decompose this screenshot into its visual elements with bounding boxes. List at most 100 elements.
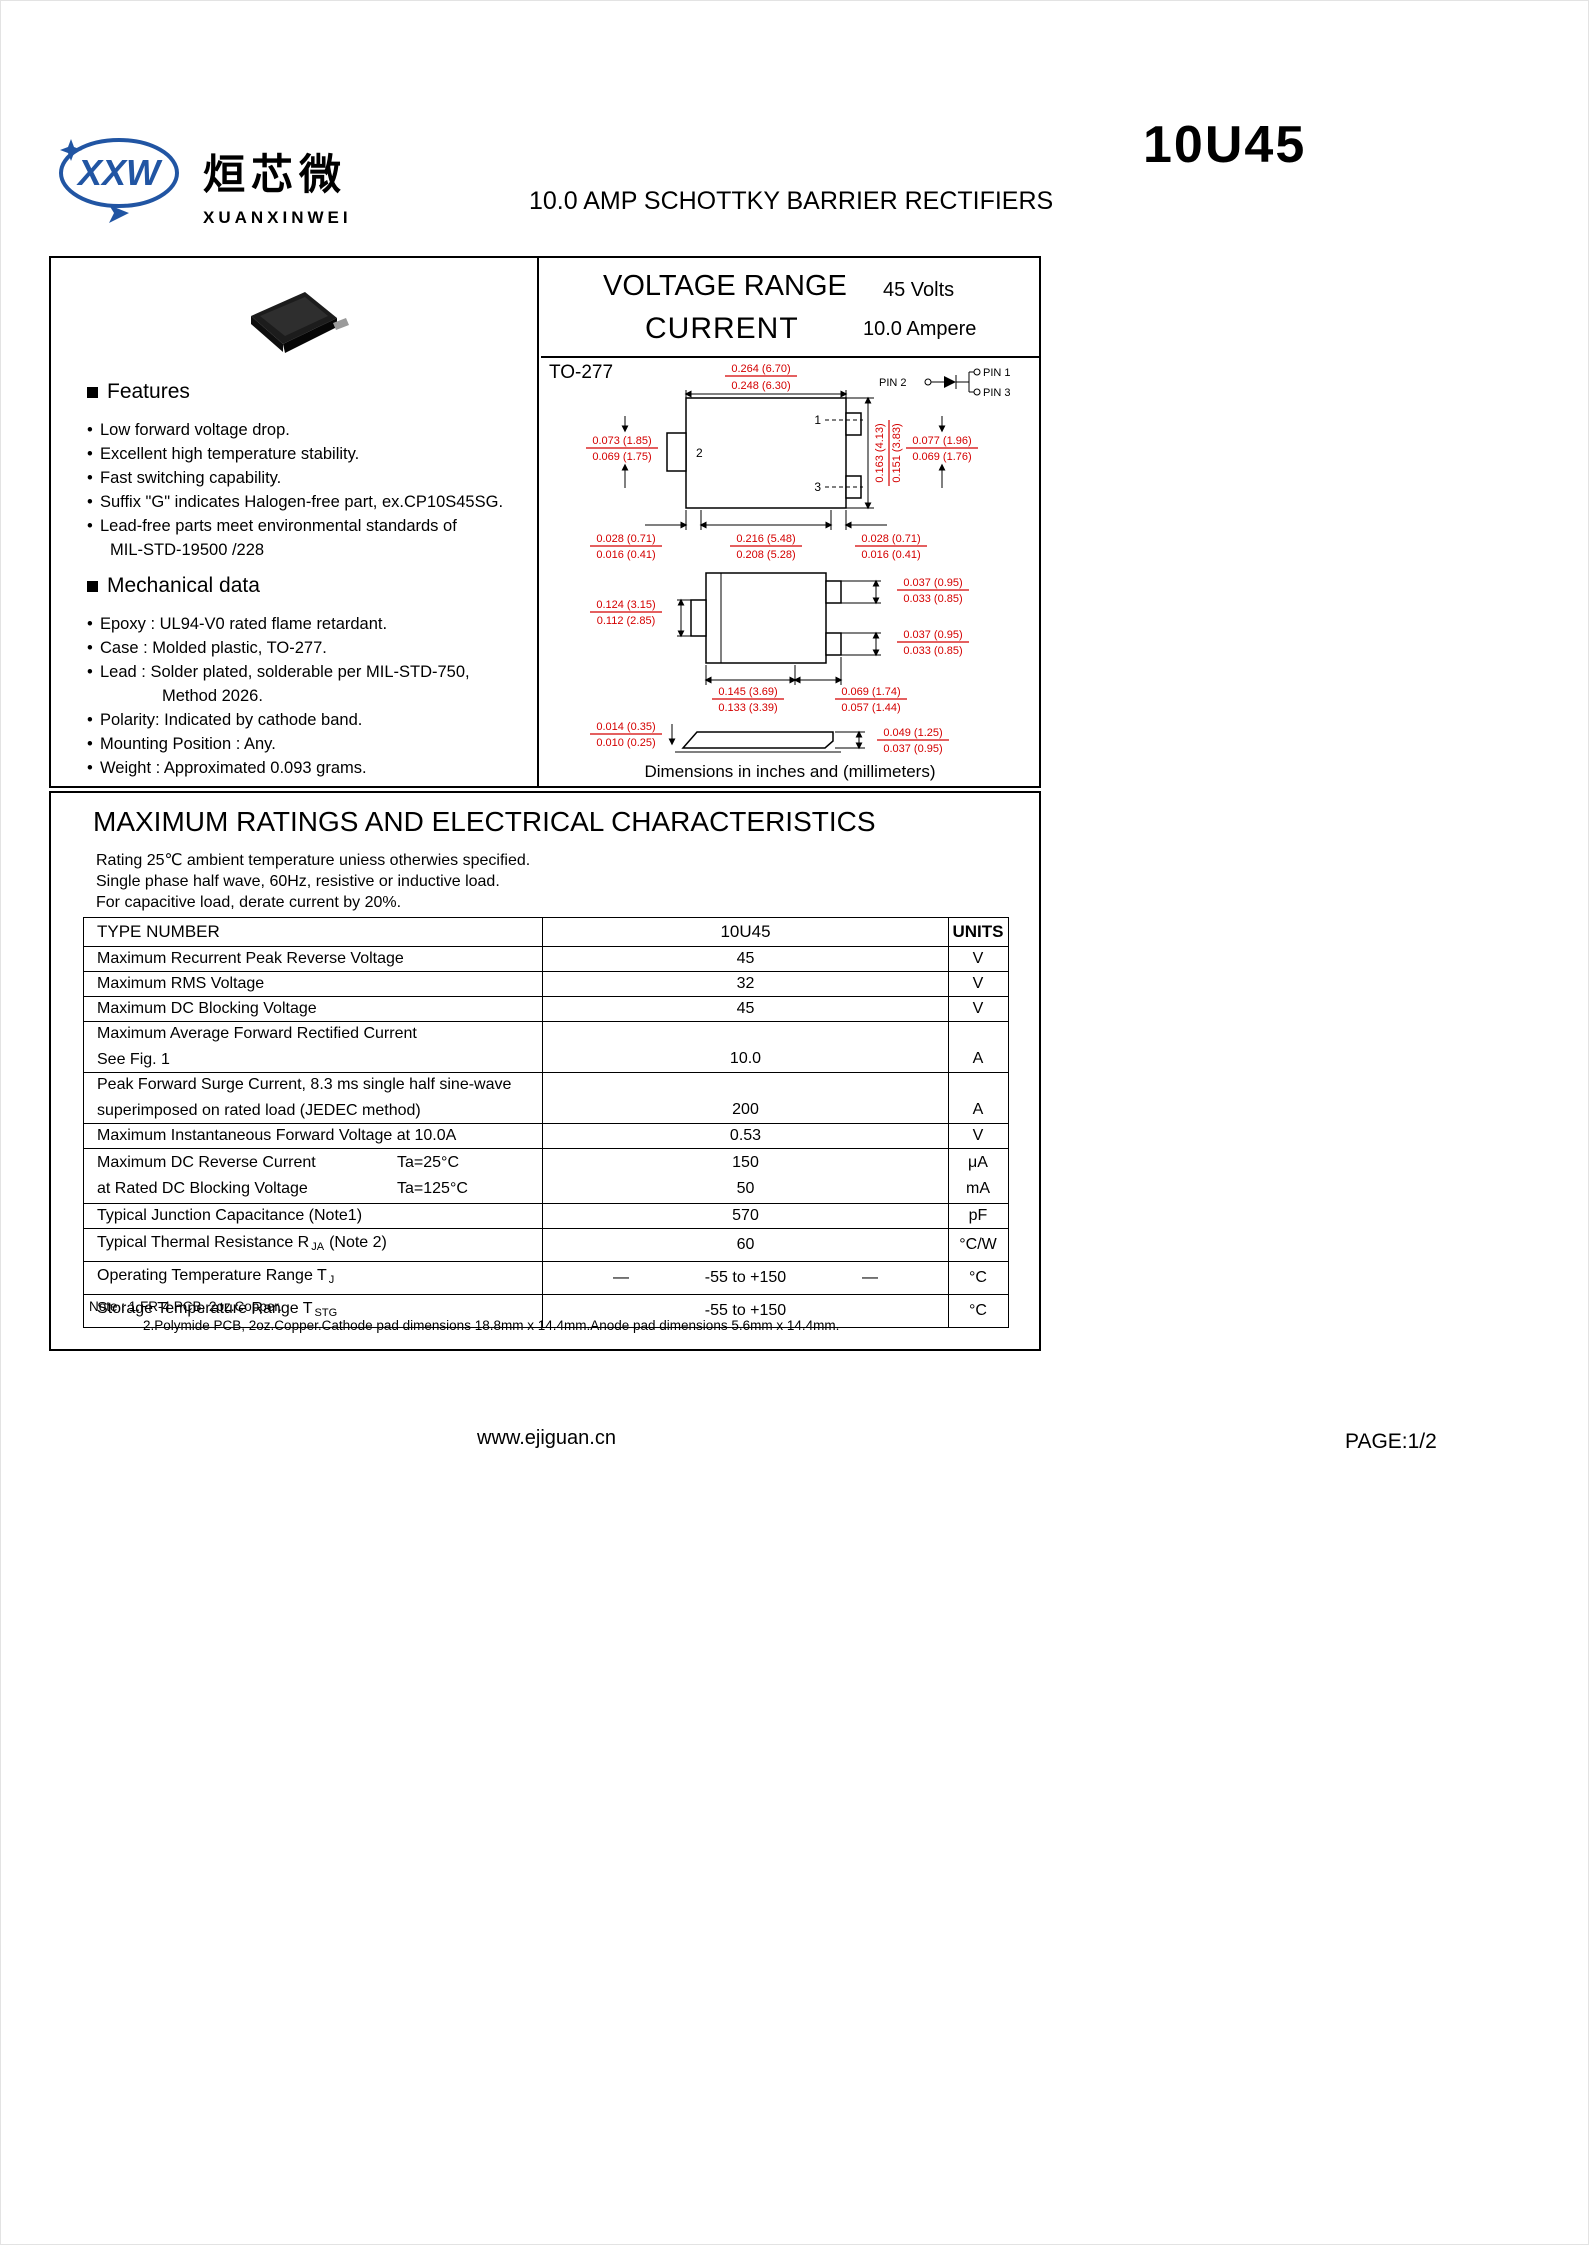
dimensions-caption: Dimensions in inches and (millimeters): [644, 762, 936, 781]
pin1-pad: [825, 580, 842, 604]
feature-text: Fast switching capability.: [100, 469, 282, 487]
dim-pad1-height: 0.037 (0.95) 0.033 (0.85): [841, 577, 969, 605]
pad2-number: 2: [696, 446, 703, 460]
mechanical-section: Mechanical data Epoxy : UL94-V0 rated fl…: [87, 574, 527, 780]
row-value: 0.53: [543, 1124, 949, 1148]
pin3-label: PIN 3: [983, 387, 1011, 399]
overview-left-pane: Features Low forward voltage drop. Excel…: [51, 258, 539, 786]
dim-pad-width: 0.145 (3.69) 0.133 (3.39): [704, 665, 797, 714]
dim-value: 0.069 (1.76): [912, 451, 971, 463]
mechanical-text: Lead : Solder plated, solderable per MIL…: [100, 663, 470, 681]
row-label-line2: superimposed on rated load (JEDEC method…: [97, 1102, 421, 1119]
row-value: 150 50: [543, 1149, 949, 1203]
bottom-outline: [705, 572, 827, 664]
chip-highlight: [260, 297, 328, 336]
row-unit: V: [972, 1127, 984, 1144]
mechanical-list: Epoxy : UL94-V0 rated flame retardant. C…: [87, 612, 527, 780]
mechanical-text: Epoxy : UL94-V0 rated flame retardant.: [100, 615, 388, 633]
column-header: UNITS: [952, 922, 1004, 941]
row-value: -55 to +150: [543, 1295, 949, 1327]
voltage-range-value: 45 Volts: [883, 279, 955, 301]
row-label: Maximum DC Blocking Voltage: [84, 997, 543, 1021]
table-row: Maximum Average Forward Rectified Curren…: [84, 1022, 1008, 1073]
row-value: 32: [543, 972, 949, 996]
row-condition: Ta=125°C: [397, 1180, 468, 1197]
mechanical-item: Epoxy : UL94-V0 rated flame retardant.: [87, 612, 527, 636]
row-unit: °C/W: [959, 1236, 997, 1253]
dim-bottom-pads: 0.028 (0.71) 0.016 (0.41) 0.216 (5.48) 0…: [590, 510, 927, 561]
dim-value: 0.216 (5.48): [736, 533, 795, 545]
current-label: CURRENT: [645, 312, 799, 345]
chip-front-face: [283, 318, 337, 353]
package-bottom-view: [690, 572, 842, 664]
dim-pad-gap: 0.069 (1.74) 0.057 (1.44): [793, 657, 907, 714]
pin1-tab: [845, 412, 862, 436]
row-unit: °C: [969, 1269, 987, 1286]
feature-text: Low forward voltage drop.: [100, 421, 290, 439]
row-unit: V: [972, 950, 984, 967]
part-number-title: 10U45: [1143, 116, 1307, 174]
pin-diode-schematic: PIN 2 PIN 1 PIN 3: [879, 367, 1011, 399]
dim-value: 0.248 (6.30): [731, 380, 790, 392]
condition-line: Rating 25℃ ambient temperature uniess ot…: [96, 852, 531, 869]
dim-body-height: 0.163 (4.13) 0.151 (3.83): [846, 396, 903, 510]
mechanical-text: Polarity: Indicated by cathode band.: [100, 711, 363, 729]
ratings-box: MAXIMUM RATINGS AND ELECTRICAL CHARACTER…: [49, 791, 1041, 1351]
mechanical-text: Weight : Approximated 0.093 grams.: [100, 759, 367, 777]
dash: —: [613, 1269, 629, 1286]
feature-text: Suffix "G" indicates Halogen-free part, …: [100, 493, 504, 511]
mechanical-text: Mounting Position : Any.: [100, 735, 276, 753]
current-value: 10.0 Ampere: [863, 318, 977, 340]
feature-item: Low forward voltage drop.: [87, 418, 527, 442]
row-unit: V: [972, 1000, 984, 1017]
website-url: www.ejiguan.cn: [477, 1427, 616, 1449]
row-unit: A: [972, 1050, 984, 1067]
row-label: Maximum Instantaneous Forward Voltage at…: [84, 1124, 543, 1148]
features-title: Features: [87, 380, 527, 404]
table-row: Maximum RMS Voltage 32 V: [84, 972, 1008, 997]
row-value: 45: [543, 997, 949, 1021]
row-unit: V: [972, 975, 984, 992]
dim-value: 0.112 (2.85): [597, 615, 656, 627]
dim-value: 0.264 (6.70): [731, 363, 790, 375]
dim-value: 0.073 (1.85): [592, 435, 651, 447]
features-list: Low forward voltage drop. Excellent high…: [87, 418, 527, 562]
company-logo: XXW: [59, 138, 179, 223]
mechanical-item: Weight : Approximated 0.093 grams.: [87, 756, 527, 780]
logo-text: 烜芯微 XUANXINWEI: [203, 131, 352, 228]
row-value: — -55 to +150 —: [543, 1262, 949, 1294]
mechanical-item: Case : Molded plastic, TO-277.: [87, 636, 527, 660]
feature-text-line2: MIL-STD-19500 /228: [110, 541, 265, 559]
pin1-label: PIN 1: [983, 367, 1011, 379]
dim-value: 0.028 (0.71): [596, 533, 655, 545]
feature-text: Excellent high temperature stability.: [100, 445, 360, 463]
table-header-row: TYPE NUMBER 10U45 UNITS: [84, 918, 1008, 947]
chip-lead-tab: [333, 318, 349, 330]
dim-thickness: 0.049 (1.25) 0.037 (0.95): [835, 727, 949, 755]
document-subtitle: 10.0 AMP SCHOTTKY BARRIER RECTIFIERS: [529, 187, 1054, 215]
chip-side-face: [251, 316, 283, 352]
dim-value: 0.033 (0.85): [903, 593, 962, 605]
package-top-view: 1 3 2: [666, 397, 863, 509]
table-row: Peak Forward Surge Current, 8.3 ms singl…: [84, 1073, 1008, 1124]
ratings-title: MAXIMUM RATINGS AND ELECTRICAL CHARACTER…: [93, 806, 876, 837]
mechanical-text-line2: Method 2026.: [162, 687, 263, 705]
dim-top-width: 0.264 (6.70) 0.248 (6.30): [684, 363, 848, 398]
row-unit: °C: [969, 1302, 987, 1319]
feature-item: Lead-free parts meet environmental stand…: [87, 514, 527, 562]
dim-value: 0.069 (1.75): [592, 451, 651, 463]
row-label: Maximum DC Reverse Current Ta=25°C at Ra…: [84, 1149, 543, 1203]
logo-sparkle-icon: [60, 139, 82, 161]
side-profile: [681, 731, 834, 749]
row-label: Maximum Average Forward Rectified Curren…: [84, 1022, 543, 1072]
row-label-line2: at Rated DC Blocking Voltage: [97, 1180, 308, 1197]
logo-monogram: XXW: [76, 152, 163, 193]
dim-value: 0.077 (1.96): [912, 435, 971, 447]
ratings-table: TYPE NUMBER 10U45 UNITS Maximum Recurren…: [83, 917, 1009, 1328]
mechanical-title: Mechanical data: [87, 574, 527, 598]
